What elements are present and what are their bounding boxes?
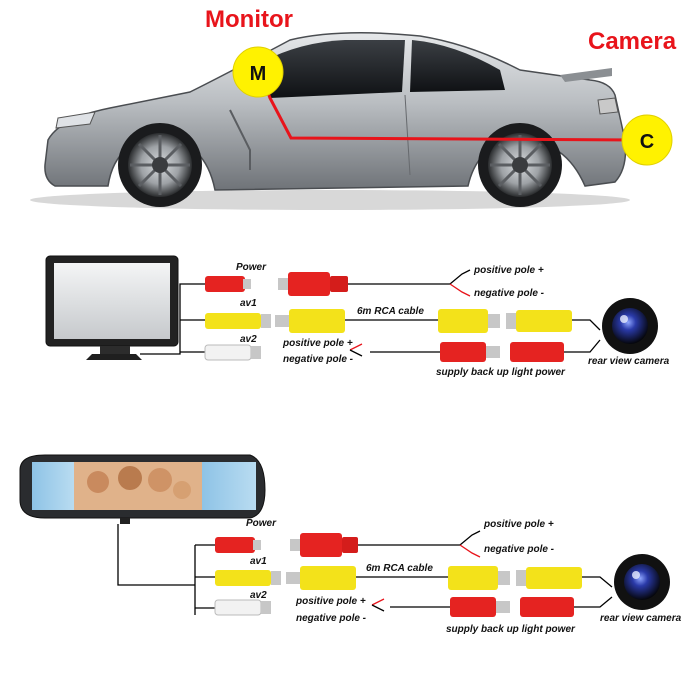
sports-car-illustration (30, 32, 630, 210)
d1-av2-label: av2 (240, 334, 257, 345)
d2-av2-label: av2 (250, 590, 267, 601)
d2-negative-pole-left: negative pole - (296, 613, 367, 624)
rca-cable-end-b (438, 309, 500, 333)
camera-title: Camera (588, 28, 677, 55)
monitor-badge-letter: M (250, 63, 267, 85)
d2-cable-label: 6m RCA cable (366, 563, 433, 574)
d2-power-label: Power (246, 518, 277, 529)
rearview-mirror-illustration (19, 454, 266, 524)
power-connector-monitor (205, 276, 251, 292)
rca-av1-mirror (215, 570, 281, 586)
power-connector-camera-4 (520, 597, 574, 617)
d1-negative-pole-left: negative pole - (283, 354, 354, 365)
d2-negative-pole-right: negative pole - (484, 544, 555, 555)
rca-av2-monitor (204, 344, 261, 361)
monitor-badge (232, 46, 284, 98)
rca-av2-mirror (214, 599, 271, 616)
d1-av1-label: av1 (240, 298, 257, 309)
d2-supply-label: supply back up light power (446, 624, 575, 635)
d2-positive-pole-right: positive pole + (484, 519, 554, 530)
camera-badge (621, 114, 673, 166)
rear-camera-illustration-2 (614, 554, 670, 610)
rca-cable-end-a (275, 309, 345, 333)
d2-av1-label: av1 (250, 556, 267, 567)
d1-positive-pole-left: positive pole + (283, 338, 353, 349)
power-connector-monitor-2 (215, 537, 261, 553)
rca-camera-video-2 (516, 567, 582, 589)
rca-av1-monitor (205, 313, 271, 329)
power-connector-light (440, 342, 500, 362)
power-connector-light-2 (450, 597, 510, 617)
d2-positive-pole-left: positive pole + (296, 596, 366, 607)
d1-cable-label: 6m RCA cable (357, 306, 424, 317)
rca-cable-end-d (448, 566, 510, 590)
d1-positive-pole-right: positive pole + (474, 265, 544, 276)
power-connector-camera-3 (290, 533, 358, 557)
d1-negative-pole-right: negative pole - (474, 288, 545, 299)
camera-badge-letter: C (640, 131, 654, 153)
power-connector-camera (278, 272, 348, 296)
rear-camera-illustration (602, 298, 658, 354)
d2-rear-camera-label: rear view camera (600, 613, 682, 624)
rca-camera-video (506, 310, 572, 332)
power-connector-camera-2 (510, 342, 564, 362)
d1-power-label: Power (236, 262, 267, 273)
d1-rear-camera-label: rear view camera (588, 356, 670, 367)
dashboard-monitor-illustration (45, 255, 179, 360)
rca-cable-end-c (286, 566, 356, 590)
d1-supply-label: supply back up light power (436, 367, 565, 378)
monitor-title: Monitor (205, 6, 293, 33)
